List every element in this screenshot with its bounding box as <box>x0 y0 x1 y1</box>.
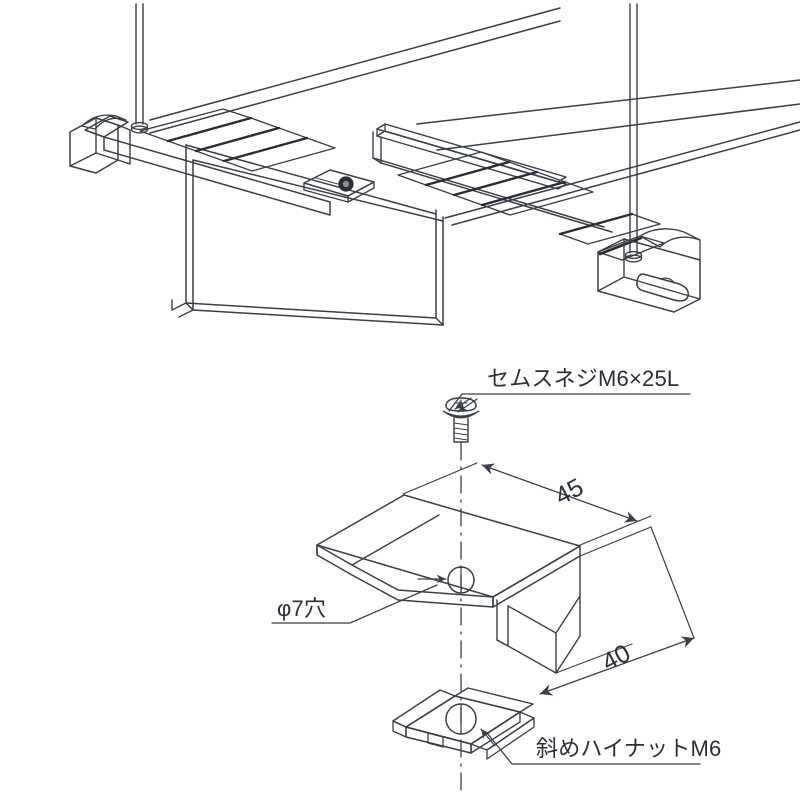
annotation-leaders <box>271 393 701 765</box>
label-angled-hi-nut: 斜めハイナットM6 <box>536 736 721 761</box>
dimension-45 <box>402 462 652 546</box>
channel-runner-front <box>103 7 561 326</box>
exploded-detail-view <box>271 393 701 791</box>
label-sems-screw: セムスネジM6×25L <box>487 366 679 391</box>
mounting-plate <box>316 494 581 674</box>
channel-rungs-left <box>139 108 336 172</box>
clamp-fitting-left <box>69 114 131 174</box>
assembly-isometric-view <box>69 3 800 326</box>
sems-screw <box>442 397 480 443</box>
dimension-45-value: 45 <box>550 473 588 511</box>
dimension-40 <box>539 526 695 696</box>
hanger-rod-right <box>624 3 643 263</box>
channel-rungs-right <box>397 151 594 216</box>
label-hole-diameter: φ7穴 <box>277 596 326 621</box>
clamp-fitting-right <box>558 212 701 313</box>
joint-bracket-plate <box>303 169 375 203</box>
hanger-rod-left <box>130 3 149 134</box>
angled-hi-nut <box>392 687 535 760</box>
channel-runner-rear <box>372 79 800 233</box>
